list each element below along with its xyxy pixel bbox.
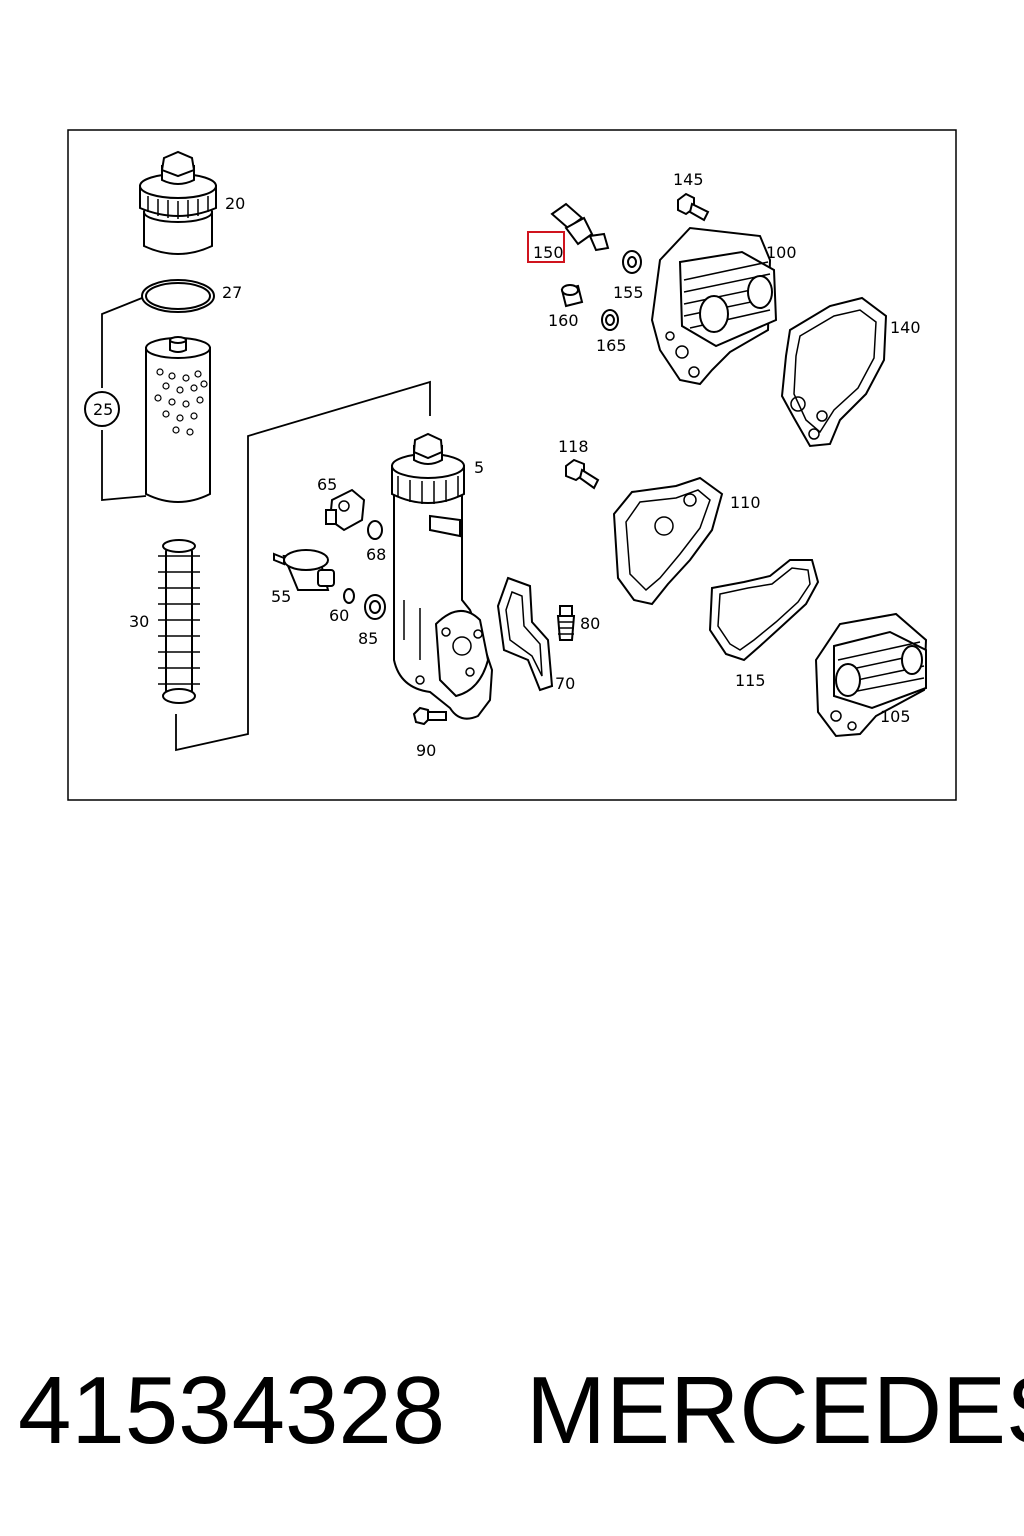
part-118-bolt[interactable] — [565, 458, 600, 490]
part-160-plug[interactable] — [560, 284, 584, 308]
part-68-seal-ring[interactable] — [367, 520, 383, 540]
label-145: 145 — [673, 170, 704, 189]
label-30: 30 — [129, 612, 149, 631]
label-100: 100 — [766, 243, 797, 262]
label-105: 105 — [880, 707, 911, 726]
part-number: 41534328 — [18, 1357, 446, 1464]
part-165-seal-ring[interactable] — [601, 309, 619, 331]
part-110-cover-plate[interactable] — [612, 476, 724, 606]
label-150: 150 — [533, 243, 564, 262]
part-55-valve[interactable] — [273, 549, 335, 591]
leader-25-bracket — [101, 297, 147, 501]
label-80: 80 — [580, 614, 600, 633]
label-20: 20 — [225, 194, 245, 213]
part-145-bolt[interactable] — [677, 192, 710, 222]
part-60-washer[interactable] — [343, 588, 355, 604]
part-85-seal[interactable] — [364, 594, 386, 620]
leader-30-housing — [175, 380, 431, 752]
part-70-gasket[interactable] — [496, 576, 554, 692]
part-25-filter-element[interactable] — [145, 336, 211, 503]
part-90-bolt[interactable] — [412, 706, 447, 726]
diagram-frame — [67, 129, 957, 801]
label-118: 118 — [558, 437, 589, 456]
label-115: 115 — [735, 671, 766, 690]
label-165: 165 — [596, 336, 627, 355]
part-30-insert[interactable] — [158, 539, 200, 704]
label-55: 55 — [271, 587, 291, 606]
label-68: 68 — [366, 545, 386, 564]
label-140: 140 — [890, 318, 921, 337]
label-90: 90 — [416, 741, 436, 760]
part-5-filter-housing[interactable] — [391, 432, 494, 720]
part-100-oil-cooler[interactable] — [650, 226, 778, 386]
part-115-gasket[interactable] — [708, 559, 820, 662]
highlight-box-150 — [527, 231, 565, 263]
label-60: 60 — [329, 606, 349, 625]
label-85: 85 — [358, 629, 378, 648]
label-110: 110 — [730, 493, 761, 512]
label-25: 25 — [93, 400, 113, 419]
label-160: 160 — [548, 311, 579, 330]
part-140-gasket[interactable] — [780, 296, 888, 448]
brand-name: MERCEDES — [526, 1357, 1024, 1464]
part-65-sensor[interactable] — [325, 488, 366, 532]
part-155-seal-ring[interactable] — [622, 250, 642, 274]
part-80-valve[interactable] — [556, 605, 576, 641]
label-70: 70 — [555, 674, 575, 693]
part-150-temperature-sensor[interactable] — [550, 202, 610, 252]
part-25-callout-circle — [84, 391, 120, 427]
label-27: 27 — [222, 283, 242, 302]
label-65: 65 — [317, 475, 337, 494]
part-20-filter-cap[interactable] — [139, 150, 217, 255]
part-27-o-ring[interactable] — [141, 279, 215, 313]
label-155: 155 — [613, 283, 644, 302]
label-5: 5 — [474, 458, 484, 477]
part-105-oil-cooler[interactable] — [814, 612, 928, 738]
